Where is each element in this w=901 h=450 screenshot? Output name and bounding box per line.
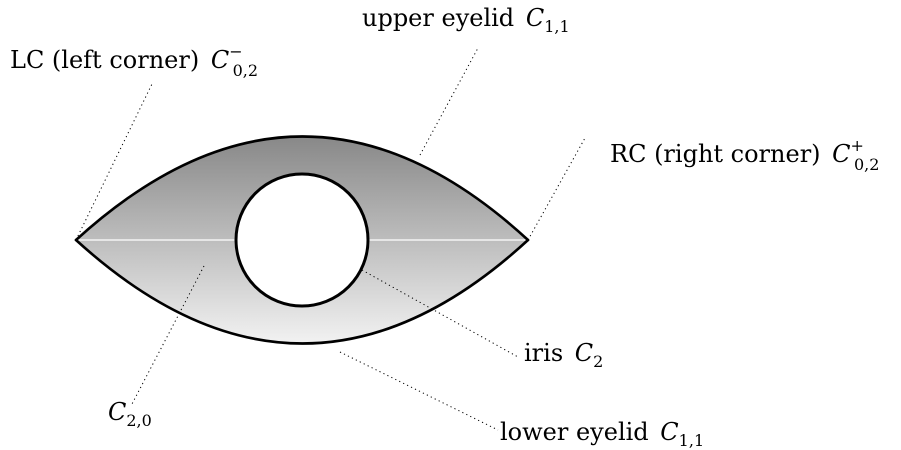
left-corner-label: LC (left corner) C−0,2 bbox=[10, 42, 258, 80]
upper-eyelid-curve bbox=[74, 135, 530, 242]
upper-eyelid-label: upper eyelid C1,1 bbox=[362, 4, 570, 36]
right-corner-leader bbox=[527, 137, 586, 241]
lower-eyelid-curve bbox=[74, 238, 530, 345]
lower-eyelid-label: lower eyelid C1,1 bbox=[500, 418, 704, 450]
right-corner-label: RC (right corner) C+0,2 bbox=[610, 136, 879, 174]
lower-eyelid-leader bbox=[339, 351, 499, 431]
region-label: C2,0 bbox=[108, 398, 152, 430]
iris-label: iris C2 bbox=[524, 339, 603, 371]
iris-circle bbox=[234, 172, 370, 308]
upper-eyelid-leader bbox=[419, 47, 479, 156]
